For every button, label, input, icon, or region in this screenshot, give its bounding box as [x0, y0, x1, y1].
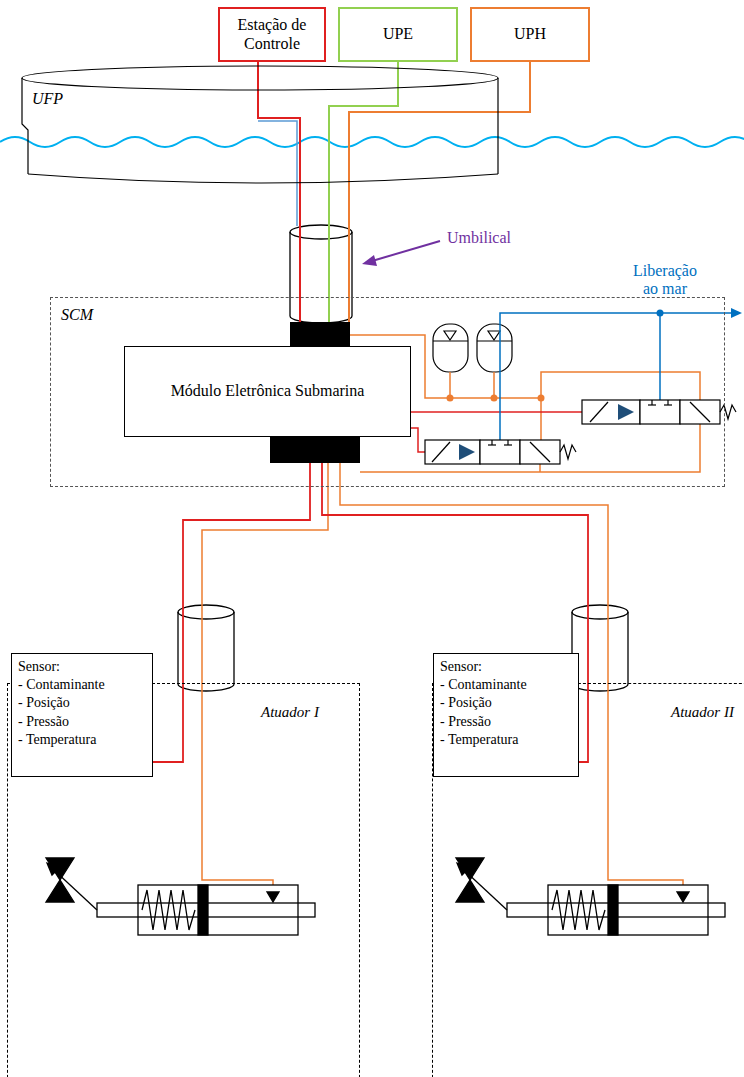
sensor-item: - Posição — [440, 694, 572, 712]
control-station-box: Estação de Controle — [218, 7, 326, 62]
actuator-region: Atuador ISensor:- Contaminante- Posição-… — [7, 683, 360, 1077]
hydraulic-cylinder — [507, 885, 725, 935]
node-label: UPE — [383, 25, 413, 43]
sensor-item: - Contaminante — [440, 676, 572, 694]
sensor-item: Sensor: — [18, 658, 146, 676]
vent-junction — [657, 310, 664, 317]
umbilical-label: Umbilical — [447, 229, 511, 247]
gate-valve-symbol — [46, 858, 97, 910]
connector-block — [290, 322, 350, 347]
connector-line — [258, 62, 300, 346]
sensor-item: - Pressão — [440, 713, 572, 731]
optical-line — [258, 121, 297, 226]
sensor-item: - Temperatura — [440, 731, 572, 749]
sensor-box: Sensor:- Contaminante- Posição- Pressão-… — [433, 653, 579, 777]
gate-valve-symbol — [456, 858, 507, 910]
node-label: UPH — [514, 25, 546, 43]
vent-arrow-head — [731, 308, 742, 318]
node-label: Atuador II — [671, 704, 734, 721]
junction-dot — [447, 395, 545, 402]
node-label: UFP — [32, 90, 63, 108]
node-label: Módulo Eletrônica Submarina — [171, 382, 365, 400]
sensor-item: - Contaminante — [18, 676, 146, 694]
connector-block — [270, 436, 360, 463]
connector-line — [329, 62, 398, 346]
node-label: Atuador I — [261, 704, 319, 721]
power-unit-box: UPE — [338, 7, 458, 62]
scm-region: SCM Módulo Eletrônica Submarina — [50, 297, 725, 487]
hydraulic-cylinder — [97, 885, 315, 935]
node-label: Estação de Controle — [225, 16, 319, 53]
sensor-item: Sensor: — [440, 658, 572, 676]
solenoid-valve — [425, 440, 576, 464]
sea-wave — [0, 137, 744, 147]
vent-line — [500, 313, 734, 440]
sensor-item: - Posição — [18, 694, 146, 712]
connector-line — [202, 437, 328, 683]
connector-line — [349, 62, 530, 346]
umbilical-pointer-head — [362, 255, 377, 266]
platform-outline — [20, 64, 500, 189]
sensor-item: - Pressão — [18, 713, 146, 731]
actuator-region: Atuador IISensor:- Contaminante- Posição… — [432, 683, 744, 1077]
platform-shape: UFP — [20, 64, 500, 189]
node-label: SCM — [61, 306, 93, 324]
sea-release-label: Liberação ao mar — [627, 262, 703, 299]
solenoid-valve — [582, 400, 736, 424]
sensor-box: Sensor:- Contaminante- Posição- Pressão-… — [11, 653, 153, 777]
hydraulic-unit-box: UPH — [470, 7, 590, 62]
connector-line — [340, 437, 608, 683]
electronics-module-box: Módulo Eletrônica Submarina — [124, 346, 411, 437]
umbilical-pointer — [372, 241, 440, 261]
sensor-item: - Temperatura — [18, 731, 146, 749]
